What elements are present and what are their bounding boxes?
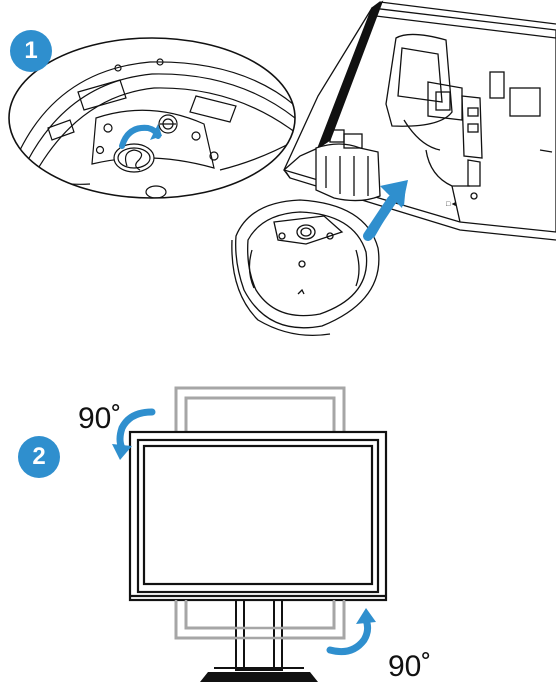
rotate-arrow-top-icon bbox=[112, 408, 156, 460]
landscape-monitor bbox=[128, 430, 388, 602]
rotate-arrow-bottom-icon bbox=[326, 608, 376, 656]
stand-neck bbox=[235, 597, 283, 671]
insert-arrow-icon bbox=[363, 180, 408, 241]
detail-callout bbox=[8, 37, 296, 199]
step-badge-1: 1 bbox=[10, 30, 52, 72]
rotation-label-top: 90˚ bbox=[78, 402, 122, 435]
monitor-back: □◄ bbox=[283, 0, 556, 241]
stand-foot bbox=[200, 667, 318, 682]
svg-text:□◄: □◄ bbox=[446, 201, 457, 208]
stand-base bbox=[231, 199, 380, 337]
rotation-label-bottom: 90˚ bbox=[388, 650, 432, 683]
step-badge-2: 2 bbox=[18, 436, 60, 478]
